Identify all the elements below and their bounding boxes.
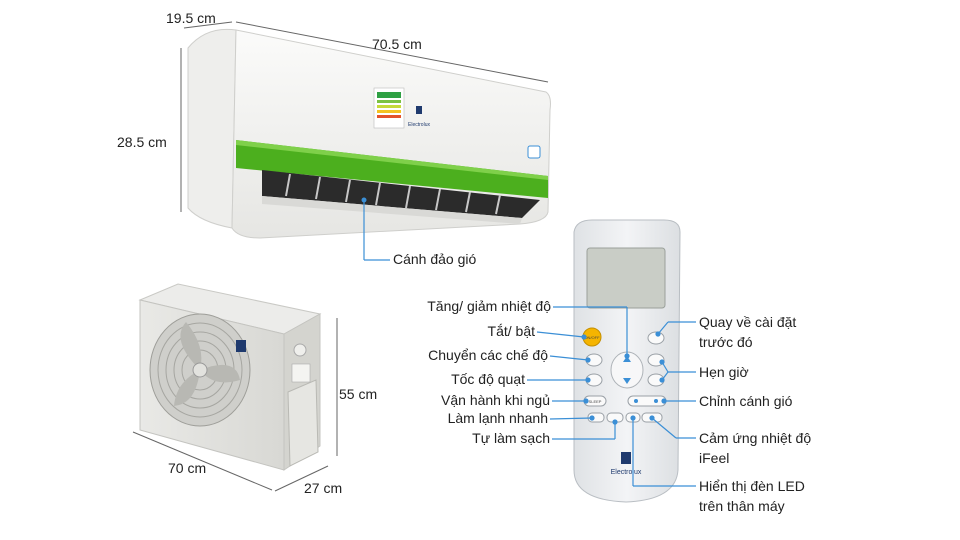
outdoor-width-label: 70 cm (168, 460, 207, 476)
label-power: Tắt/ bật (487, 323, 535, 339)
indoor-depth-label: 19.5 cm (166, 10, 216, 26)
label-led-line2: trên thân máy (699, 498, 785, 514)
label-mode: Chuyển các chế độ (428, 347, 548, 363)
indoor-height-label: 28.5 cm (117, 134, 167, 150)
label-ifeel-line2: iFeel (699, 450, 730, 466)
swing-button (627, 395, 667, 407)
remote-control: ON/OFF SLEEP Electrolux (573, 219, 681, 503)
label-swing: Chỉnh cánh gió (699, 393, 793, 409)
svg-text:SLEEP: SLEEP (589, 399, 602, 404)
label-reset-line1: Quay về cài đặt (699, 314, 797, 330)
indoor-width-line (235, 21, 549, 83)
outdoor-unit (132, 283, 338, 492)
label-fan-speed: Tốc độ quạt (451, 371, 525, 387)
label-led-line1: Hiển thị đèn LED (699, 478, 805, 494)
louver-label: Cánh đảo gió (393, 251, 477, 267)
label-sleep: Vận hành khi ngủ (441, 392, 550, 408)
outdoor-height-label: 55 cm (339, 386, 378, 402)
indoor-unit: Electrolux (180, 21, 551, 261)
outdoor-depth-label: 27 cm (304, 480, 343, 496)
indoor-width-label: 70.5 cm (372, 36, 422, 52)
outdoor-depth-line (274, 465, 329, 492)
outdoor-logo-icon (236, 340, 246, 352)
remote-lcd (586, 247, 666, 309)
remote-logo-icon (621, 452, 631, 464)
label-ifeel-line1: Cảm ứng nhiệt độ (699, 430, 812, 446)
label-timer: Hẹn giờ (699, 364, 749, 380)
label-temp-up-down: Tăng/ giảm nhiệt độ (427, 298, 551, 314)
outdoor-width-line (132, 431, 273, 491)
callout-lines (527, 306, 696, 487)
indoor-depth-line (183, 21, 233, 29)
label-self-clean: Tự làm sạch (472, 430, 550, 446)
label-reset-line2: trước đó (699, 334, 753, 350)
remote-brand-text: Electrolux (611, 469, 642, 476)
indoor-brand-text: Electrolux (408, 122, 430, 128)
label-turbo: Làm lạnh nhanh (447, 410, 548, 426)
electrolux-logo-icon (416, 106, 422, 114)
svg-text:ON/OFF: ON/OFF (584, 335, 600, 340)
